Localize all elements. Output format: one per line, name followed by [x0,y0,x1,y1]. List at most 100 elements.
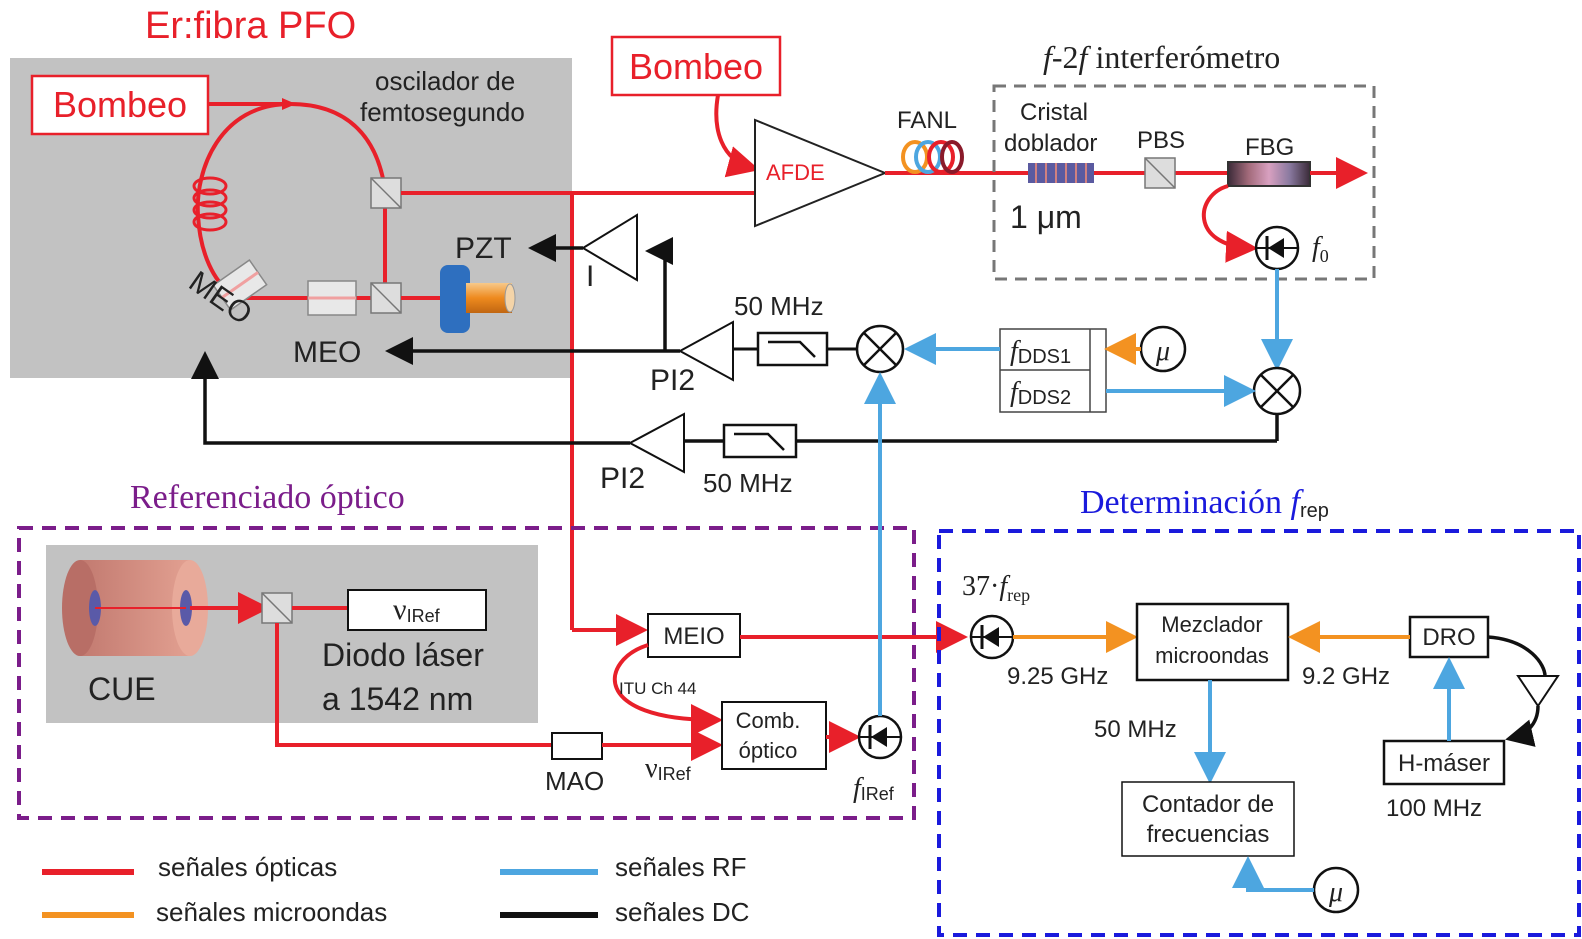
mhz50-bottom-label: 50 MHz [703,468,793,498]
mixer-right-icon [1252,366,1302,416]
meio-label: MEIO [663,623,724,650]
ring-arrow [282,98,296,110]
afde-amplifier [754,118,888,228]
pi2-top-amplifier [677,320,734,382]
nu-iref-label: νIRef [645,753,692,784]
pi2-bottom-to-meo [191,351,630,445]
ghz92-label: 9.2 GHz [1302,663,1390,690]
crystal-label-2: doblador [1004,130,1097,157]
pfo-title: Er:fibra PFO [145,5,356,47]
mhz100-label: 100 MHz [1386,795,1482,822]
meo-diagonal-modulator [212,259,268,311]
f2f-frame [992,84,1376,281]
fiber-coil-icon [192,176,228,232]
ring-right [289,102,387,191]
counter-label-1: Contador de [1142,791,1274,818]
fbg-label: FBG [1245,134,1294,161]
meio-box [647,613,741,658]
counter-label-2: frecuencias [1147,821,1270,848]
osc-label-2: femtosegundo [360,97,525,127]
amp-to-hmaser [1505,705,1540,747]
mixer-label-1: Mezclador [1161,612,1262,637]
osc-label-1: oscilador de [375,66,515,96]
crystal-stripes [1035,163,1087,183]
mhz50-mid-label: 50 MHz [1094,716,1177,743]
dro-amp-loop [1487,635,1547,677]
microwave-mixer-box [1135,602,1290,682]
frep-photodiode-icon [969,614,1015,660]
fanl-label: FANL [897,107,957,134]
hmaser-label: H-máser [1398,750,1490,777]
laser-to-mao [275,623,552,747]
hmaser-box [1382,739,1506,786]
crystal-label-1: Cristal [1020,99,1088,126]
dro-label: DRO [1422,624,1475,651]
pump2-line [714,94,760,178]
pump-box-1 [30,74,210,136]
mao-modulator [551,732,603,760]
i-label: I [586,260,594,293]
nu-iref-box [347,589,487,631]
frequency-counter-box [1121,781,1295,857]
firef-photodiode-icon [857,714,903,760]
cue-cavity-icon [62,560,208,656]
fbg-grating [1227,161,1311,187]
beam-splitter-laser [261,592,293,624]
legend-microwave-label: señales microondas [156,897,387,927]
mu-label: μ [1155,336,1170,367]
beam-splitter-bottom [370,282,402,314]
pzt-label: PZT [455,232,512,265]
fdds1-label: fDDS1 [1010,336,1071,368]
lowpass-filter-bottom-icon [722,423,798,459]
cue-label: CUE [88,671,156,707]
pi2-bottom-label: PI2 [600,462,645,495]
beam-splitter-top [370,177,402,209]
meio-to-comb [612,643,723,736]
mao-label: MAO [545,766,604,796]
mixer-label-2: microondas [1155,643,1269,668]
dro-amplifier-icon [1516,675,1560,708]
pi2-top-label: PI2 [650,364,695,397]
doubler-crystal [1028,163,1094,183]
firef-label: fIRef [853,773,895,804]
legend: señales ópticas señales microondas señal… [42,852,749,927]
pump-box-2 [610,35,782,97]
pbs-cube [1144,157,1176,189]
legend-rf-label: señales RF [615,852,747,882]
optical-ref-frame [17,526,916,820]
itu-label: ITU Ch 44 [619,679,696,698]
mhz50-top-label: 50 MHz [734,291,824,321]
frep-frame [937,529,1581,937]
legend-dc-label: señales DC [615,897,749,927]
frep37-label: 37·frep [962,571,1030,605]
optical-ref-title: Referenciado óptico [130,479,405,516]
mu2-label: μ [1328,877,1343,908]
f0-photodiode-icon [1254,225,1300,271]
legend-optical-label: señales ópticas [158,852,337,882]
one-micron-label: 1 μm [1010,199,1082,235]
mu2-to-counter [1232,856,1314,892]
fbg-reflect-path [1201,184,1258,263]
lowpass-filter-top-icon [756,331,829,367]
frep-title: Determinación frep [1080,484,1329,522]
optical-comb-box [721,701,827,770]
nu-iref-box-label: νIRef [393,593,441,626]
pbs-label: PBS [1137,127,1185,154]
pzt-mirror [466,283,512,313]
comb-label-1: Comb. [736,708,801,733]
f0-label: f0 [1312,232,1329,266]
diode-label-1: Diodo láser [322,637,484,673]
f2f-title: f-2f interferómetro [1043,39,1280,75]
pump-label-1: Bombeo [53,84,187,125]
pzt-end [504,283,516,313]
afde-label: AFDE [766,160,825,185]
fanl-fiber-icon [901,140,964,174]
pi2-bottom-amplifier [627,412,685,474]
ghz925-label: 9.25 GHz [1007,663,1108,690]
diode-label-2: a 1542 nm [322,681,473,717]
integrator-amplifier [581,213,638,282]
fdds2-label: fDDS2 [1010,377,1071,409]
comb-label-2: óptico [739,738,798,763]
mixer-left-icon [855,324,905,374]
